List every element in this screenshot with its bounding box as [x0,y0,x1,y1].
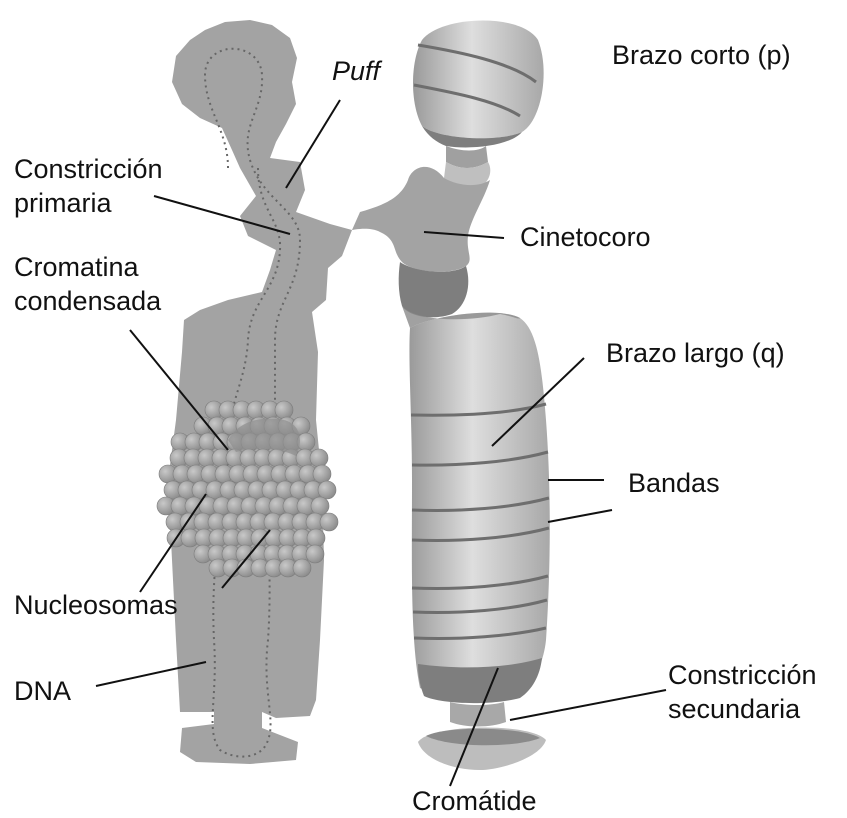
label-dna: DNA [14,676,71,706]
nucleosome-bead [293,559,311,577]
short-arm-neck [446,146,488,168]
label-cromatina-condensada-line2: condensada [14,286,162,316]
label-brazo-largo: Brazo largo (q) [606,338,785,368]
label-cromatina-condensada-line1: Cromatina [14,252,140,282]
label-cinetocoro: Cinetocoro [520,222,651,252]
nucleosome-bead [307,529,325,547]
label-nucleosomas: Nucleosomas [14,590,178,620]
leader-puff [286,100,340,188]
leader-constriccion-secundaria [510,690,666,720]
label-bandas: Bandas [628,468,720,498]
label-cromatide: Cromátide [412,786,537,816]
nucleosome-bead [275,401,293,419]
puff-region [168,20,352,764]
nucleosome-bead [320,513,338,531]
nucleosome-bead [318,481,336,499]
nucleosome-bead [313,465,331,483]
secondary-constriction-neck [450,702,506,727]
label-constriccion-primaria-line2: primaria [14,188,113,218]
label-brazo-corto: Brazo corto (p) [612,40,791,70]
label-constriccion-secundaria-line1: Constricción [668,660,817,690]
label-constriccion-primaria-line1: Constricción [14,154,163,184]
label-puff: Puff [332,56,383,86]
short-arm-cap [413,20,544,138]
left-chromatid [157,20,352,764]
right-chromatid [352,20,550,770]
nucleosome-bead [310,449,328,467]
nucleosome-bead [311,497,329,515]
leader-bandas-2 [548,510,612,522]
nucleosome-bead [306,545,324,563]
label-constriccion-secundaria-line2: secundaria [668,694,801,724]
